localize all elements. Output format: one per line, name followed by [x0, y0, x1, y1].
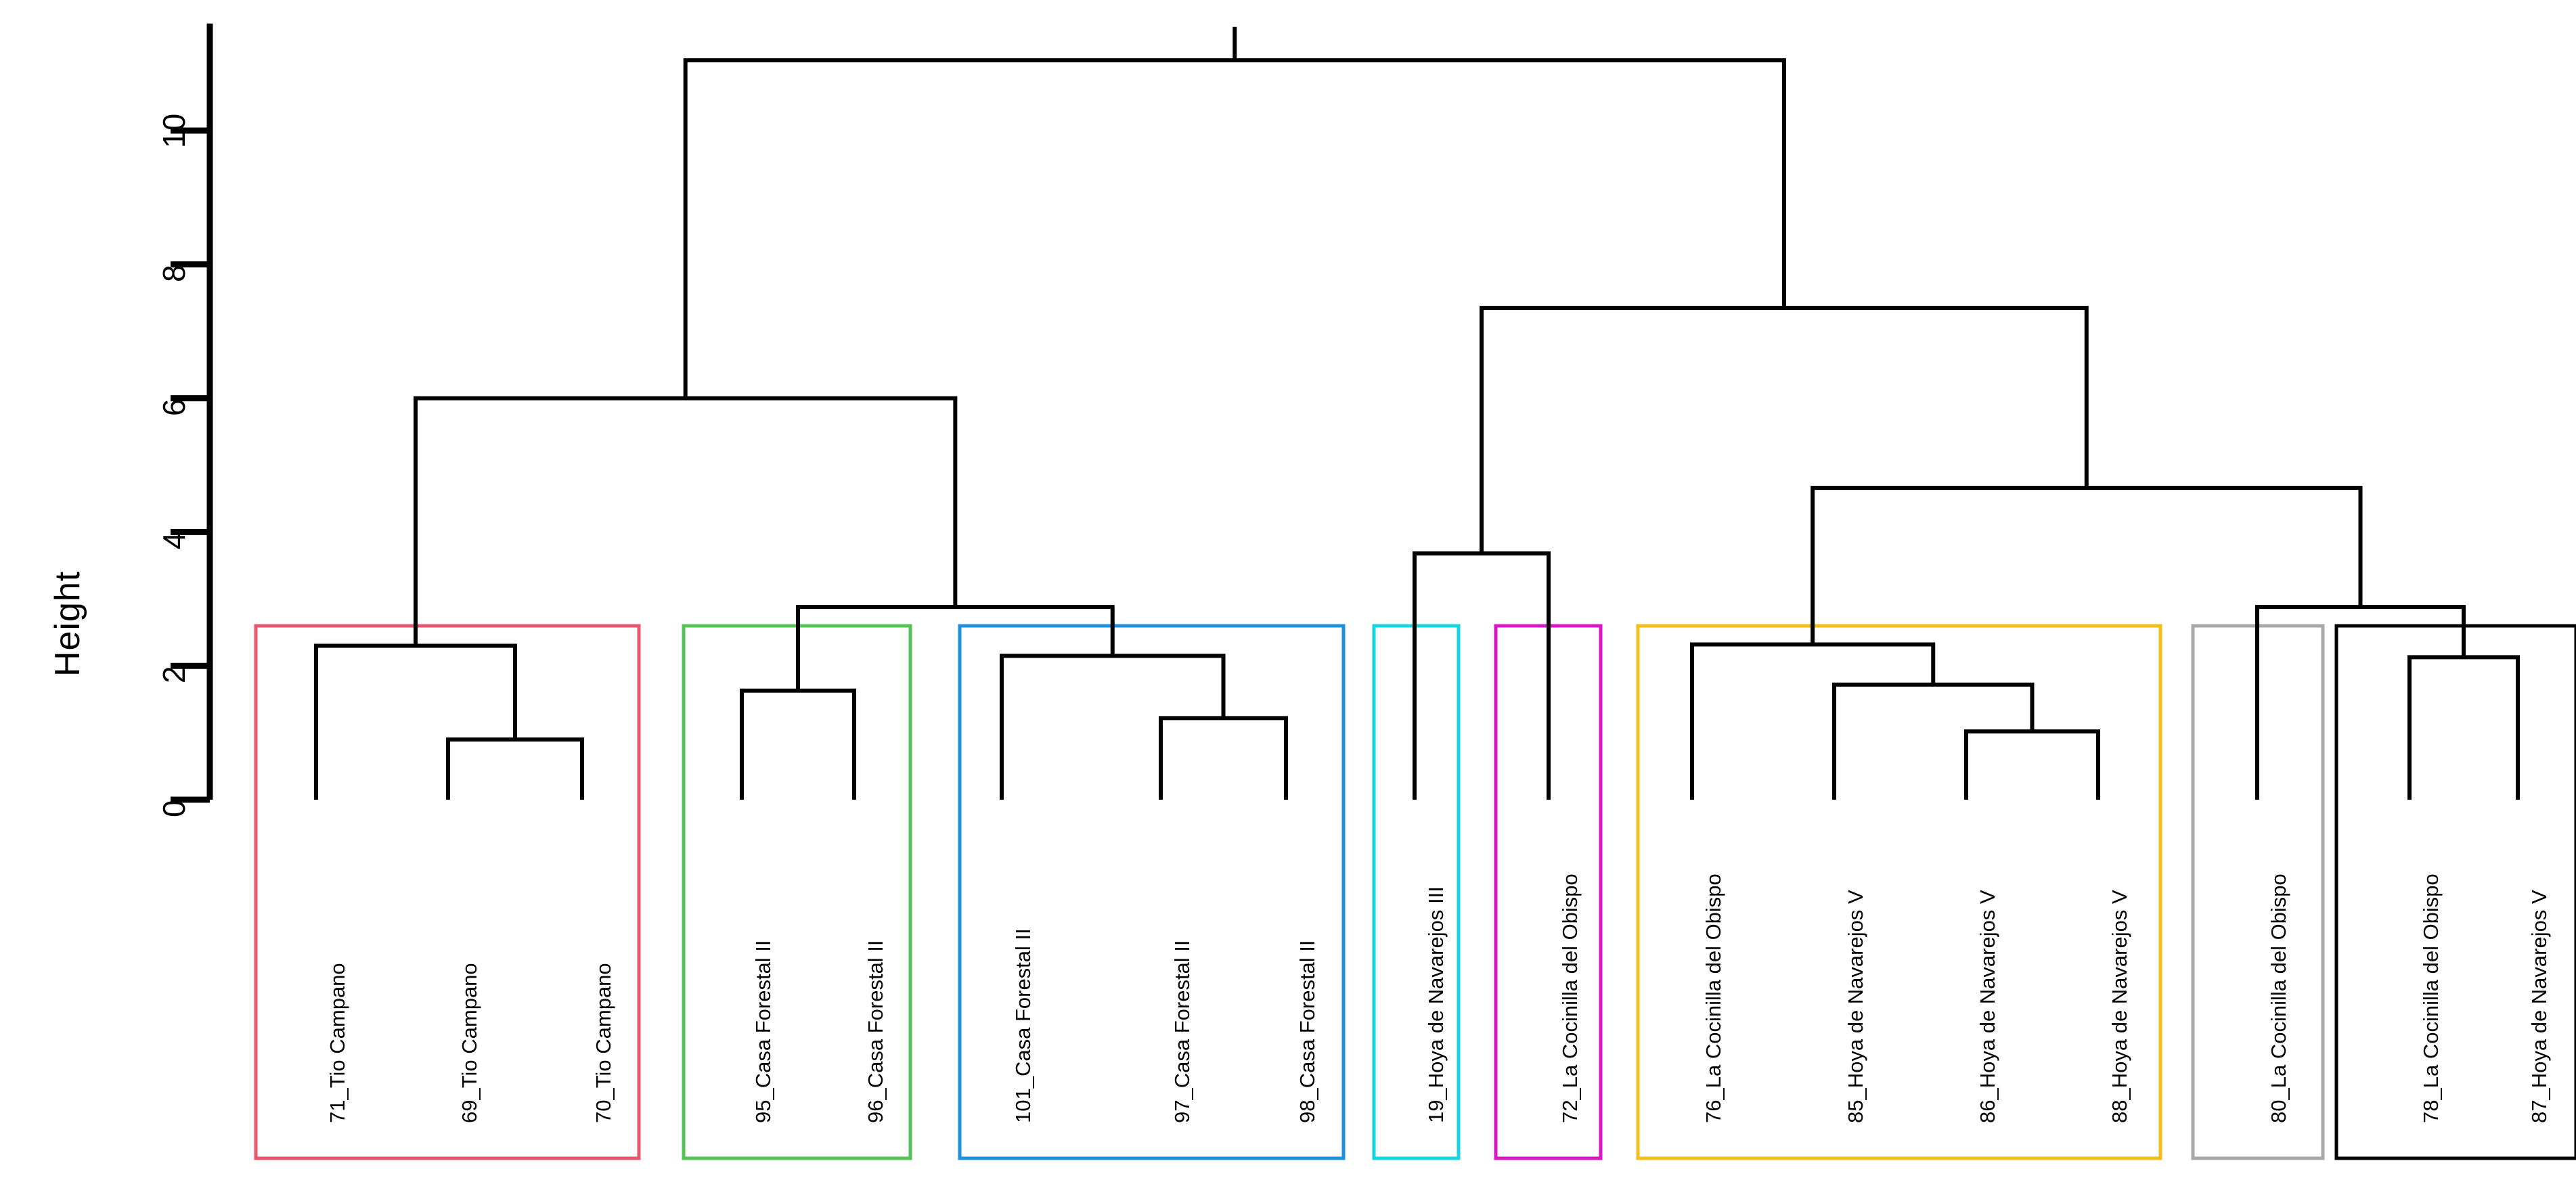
leaf-label: 19_Hoya de Navarejos III — [1424, 886, 1448, 1123]
leaf-label: 98_Casa Forestal II — [1295, 940, 1319, 1123]
cluster-box-1 — [254, 624, 641, 1160]
link-m4 — [1159, 716, 1288, 800]
y-tick-label-8: 8 — [156, 265, 192, 282]
link-m1 — [446, 737, 584, 800]
link-m6 — [796, 605, 1115, 691]
leaf-label: 85_Hoya de Navarejos V — [1844, 890, 1867, 1123]
leaf-label: 101_Casa Forestal II — [1011, 928, 1035, 1123]
y-tick-label-2: 2 — [156, 666, 192, 684]
link-m12 — [2407, 655, 2520, 800]
link-m11 — [1690, 642, 1936, 800]
leaf-label: 78_La Cocinilla del Obispo — [2419, 873, 2443, 1123]
leaf-label: 76_La Cocinilla del Obispo — [1702, 873, 1725, 1123]
leaf-label: 72_La Cocinilla del Obispo — [1558, 873, 1582, 1123]
cluster-box-8 — [2334, 624, 2576, 1160]
leaf-label: 71_Tio Campano — [326, 963, 349, 1123]
leaf-label: 97_Casa Forestal II — [1170, 940, 1194, 1123]
link-m14 — [1811, 486, 2363, 645]
link-m5 — [1000, 654, 1226, 800]
dendrogram-links — [314, 26, 2520, 800]
link-m10 — [1832, 682, 2035, 800]
leaf-label: 86_Hoya de Navarejos V — [1976, 890, 1999, 1123]
leaf-label: 88_Hoya de Navarejos V — [2108, 890, 2131, 1123]
link-m15 — [1480, 306, 2089, 554]
link-m3 — [740, 688, 856, 800]
leaf-label: 87_Hoya de Navarejos V — [2527, 890, 2551, 1123]
link-m9 — [1964, 729, 2100, 800]
y-tick-label-6: 6 — [156, 399, 192, 416]
link-m8 — [1413, 551, 1551, 800]
link-m13 — [2255, 605, 2466, 800]
link-m16 — [683, 58, 1786, 399]
leaf-label: 96_Casa Forestal II — [864, 940, 887, 1123]
link-m2 — [314, 643, 517, 800]
y-tick-label-10: 10 — [156, 113, 192, 148]
leaf-label: 80_La Cocinilla del Obispo — [2267, 873, 2290, 1123]
leaf-label: 95_Casa Forestal II — [751, 940, 775, 1123]
y-tick-label-0: 0 — [156, 800, 192, 817]
y-tick-label-4: 4 — [156, 532, 192, 550]
leaf-label: 69_Tio Campano — [458, 963, 481, 1123]
cluster-box-6 — [1636, 624, 2162, 1160]
cluster-box-3 — [958, 624, 1346, 1160]
leaf-label: 70_Tio Campano — [592, 963, 615, 1123]
